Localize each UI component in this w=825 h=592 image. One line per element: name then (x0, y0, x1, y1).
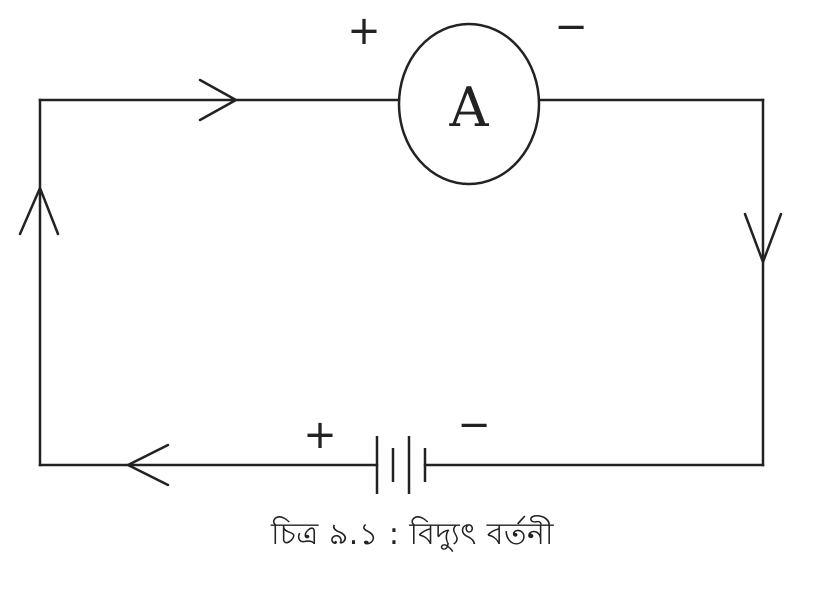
current-arrow-down (743, 212, 783, 266)
ammeter-positive-sign: + (347, 8, 381, 54)
figure-caption: চিত্র ৯.১ : বিদ্যুৎ বর্তনী (270, 517, 554, 552)
ammeter-negative-sign: − (554, 4, 588, 50)
battery (375, 436, 427, 494)
current-arrow-right (198, 78, 239, 122)
ammeter (397, 22, 541, 186)
ammeter-label: A (449, 76, 490, 139)
battery-negative-sign: − (457, 402, 491, 448)
current-arrow-up (18, 184, 60, 236)
current-arrow-left (125, 443, 170, 487)
battery-positive-sign: + (303, 412, 337, 458)
